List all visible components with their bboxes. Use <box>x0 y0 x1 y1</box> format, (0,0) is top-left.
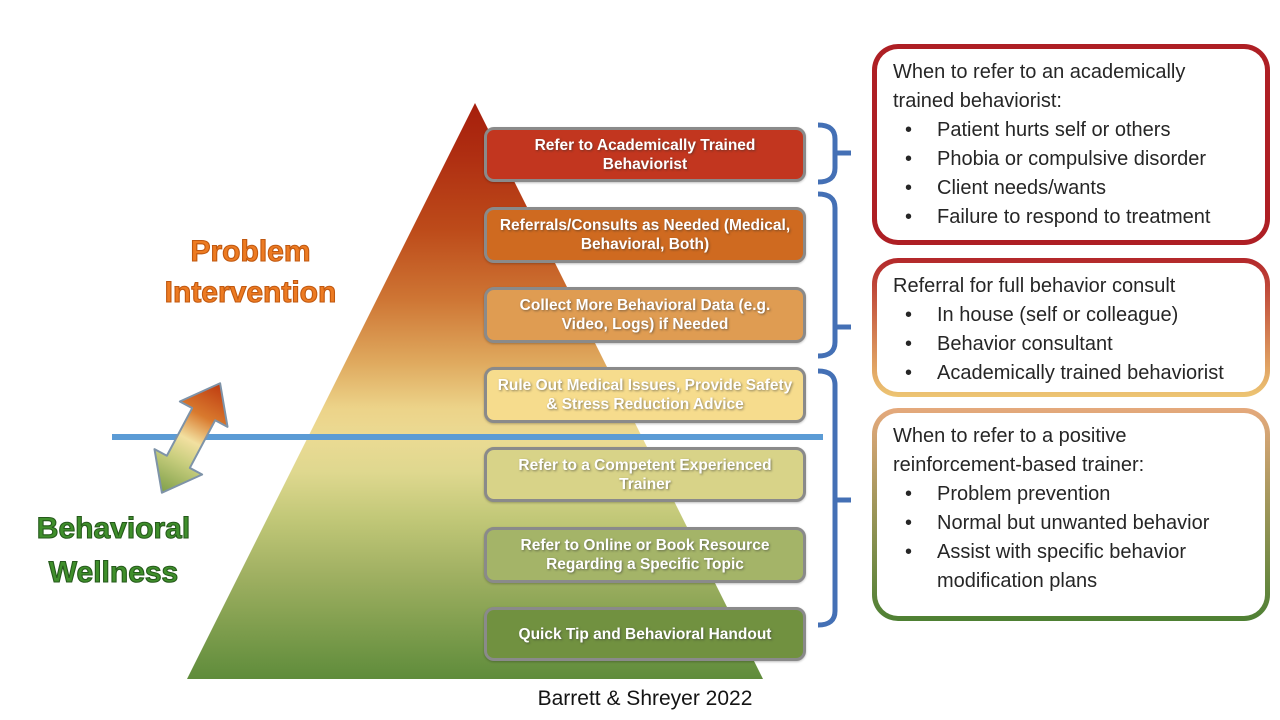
brace-steps-2-4 <box>817 191 851 359</box>
step-quick-tip-handout: Quick Tip and Behavioral Handout <box>484 607 806 661</box>
step-referrals-consults: Referrals/Consults as Needed (Medical, B… <box>484 207 806 263</box>
step-label: Rule Out Medical Issues, Provide Safety … <box>497 377 793 413</box>
problem-intervention-label: Problem Intervention <box>164 234 337 309</box>
bullet-item: Problem prevention <box>893 480 1253 509</box>
bullet-item: Failure to respond to treatment <box>893 203 1253 232</box>
callout-title: When to refer to an academically trained… <box>893 61 1186 112</box>
bullet-item: Client needs/wants <box>893 174 1253 203</box>
wellness-intervention-divider-line <box>112 434 823 440</box>
bullet-item: Normal but unwanted behavior <box>893 509 1253 538</box>
step-label: Refer to a Competent Experienced Trainer <box>518 456 772 493</box>
brace-step-1 <box>817 122 851 185</box>
callout-positive-trainer: When to refer to a positive reinforcemen… <box>872 408 1270 621</box>
up-down-gradient-arrow <box>153 382 229 494</box>
callout-bullet-list: Patient hurts self or others Phobia or c… <box>893 116 1253 232</box>
bullet-item: Assist with specific behavior modificati… <box>893 538 1237 596</box>
bullet-item: Patient hurts self or others <box>893 116 1253 145</box>
callout-title: Referral for full behavior consult <box>893 275 1176 297</box>
bullet-item: Academically trained behaviorist <box>893 359 1253 388</box>
callout-full-behavior-consult: Referral for full behavior consult In ho… <box>872 258 1270 397</box>
callout-body: When to refer to a positive reinforcemen… <box>877 413 1265 616</box>
callout-title: When to refer to a positive reinforcemen… <box>893 425 1145 476</box>
callout-body: When to refer to an academically trained… <box>877 49 1265 240</box>
behavioral-wellness-label: Behavioral Wellness <box>36 511 191 589</box>
step-refer-trainer: Refer to a Competent Experienced Trainer <box>484 447 806 502</box>
step-collect-behavioral-data: Collect More Behavioral Data (e.g. Video… <box>484 287 806 343</box>
step-label: Refer to Academically Trained Behavioris… <box>534 136 756 173</box>
attribution-text: Barrett & Shreyer 2022 <box>537 687 753 710</box>
callout-body: Referral for full behavior consult In ho… <box>877 263 1265 392</box>
callout-bullet-list: In house (self or colleague) Behavior co… <box>893 301 1253 388</box>
brace-steps-5-7 <box>817 368 851 628</box>
callout-bullet-list: Problem prevention Normal but unwanted b… <box>893 480 1253 596</box>
callout-academic-behaviorist: When to refer to an academically trained… <box>872 44 1270 245</box>
step-refer-academic-behaviorist: Refer to Academically Trained Behavioris… <box>484 127 806 182</box>
bullet-item: Behavior consultant <box>893 330 1253 359</box>
step-rule-out-medical: Rule Out Medical Issues, Provide Safety … <box>484 367 806 423</box>
step-online-book-resource: Refer to Online or Book Resource Regardi… <box>484 527 806 583</box>
step-label: Collect More Behavioral Data (e.g. Video… <box>519 297 771 333</box>
brace-group <box>817 122 851 628</box>
step-label: Referrals/Consults as Needed (Medical, B… <box>499 217 791 253</box>
bullet-item: Phobia or compulsive disorder <box>893 145 1253 174</box>
step-label: Quick Tip and Behavioral Handout <box>518 625 772 643</box>
step-label: Refer to Online or Book Resource Regardi… <box>520 537 770 573</box>
bullet-item: In house (self or colleague) <box>893 301 1253 330</box>
